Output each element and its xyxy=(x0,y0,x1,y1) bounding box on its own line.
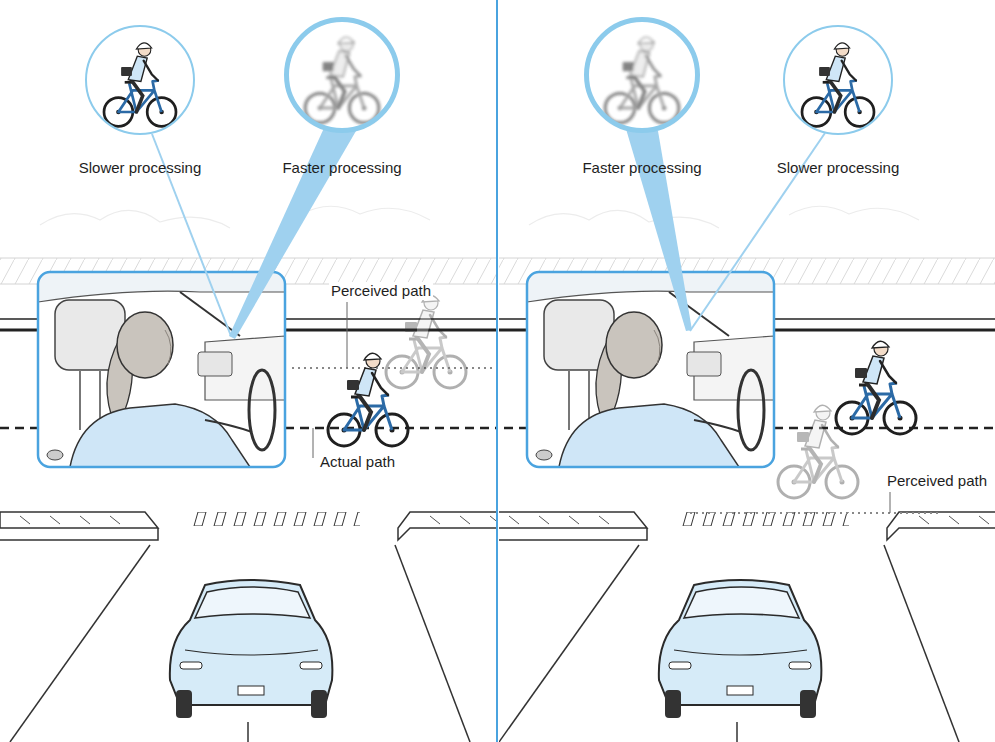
path-label: Perceived path xyxy=(885,472,989,490)
svg-use xyxy=(0,206,496,742)
svg-use xyxy=(499,206,995,742)
svg-line xyxy=(313,428,314,458)
svg-line xyxy=(347,302,348,368)
processing-label: Slower processing xyxy=(738,159,938,177)
icon-circle: Slower processing xyxy=(85,25,195,135)
svg-circle xyxy=(586,19,698,131)
svg-use xyxy=(386,295,466,388)
svg-use xyxy=(778,405,858,498)
left-scene xyxy=(0,206,496,742)
svg-use xyxy=(305,37,379,122)
processing-label: Faster processing xyxy=(542,159,742,177)
cyclists-road xyxy=(328,295,916,498)
path-lines xyxy=(292,302,942,513)
icon-circle: Faster processing xyxy=(584,17,700,133)
path-label: Perceived path xyxy=(329,282,433,300)
svg-use xyxy=(802,43,874,126)
svg-g xyxy=(499,206,995,742)
icon-circle: Faster processing xyxy=(284,17,400,133)
icon-circle: Slower processing xyxy=(783,25,893,135)
svg-circle xyxy=(784,26,892,134)
svg-use xyxy=(328,353,408,446)
svg-use xyxy=(605,37,679,122)
panel-divider xyxy=(496,0,498,742)
path-label: Actual path xyxy=(318,453,397,471)
right-scene xyxy=(489,206,995,742)
processing-label: Slower processing xyxy=(40,159,240,177)
svg-use xyxy=(836,341,916,434)
svg-line xyxy=(690,512,942,514)
processing-label: Faster processing xyxy=(242,159,442,177)
svg-use xyxy=(104,43,176,126)
sight-beams xyxy=(152,128,825,339)
svg-circle xyxy=(86,26,194,134)
icon-circles xyxy=(86,19,892,134)
svg-circle xyxy=(286,19,398,131)
svg-line xyxy=(890,492,891,513)
